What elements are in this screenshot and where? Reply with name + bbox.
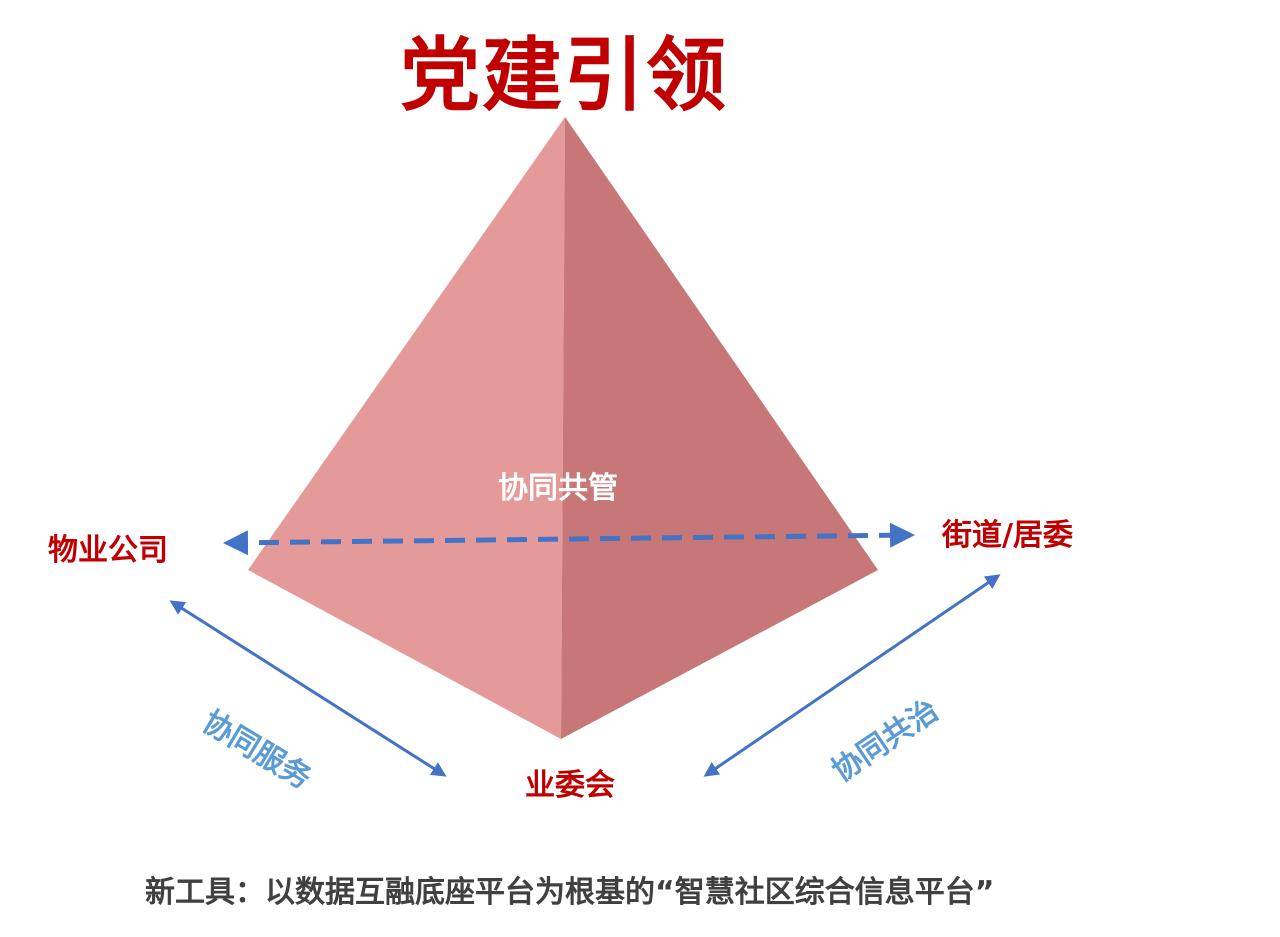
footer-caption: 新工具：以数据互融底座平台为根基的“智慧社区综合信息平台”	[145, 875, 995, 910]
page-title: 党建引领	[400, 29, 728, 122]
arrow-property-owners	[169, 600, 447, 777]
pyramid-left-face	[248, 117, 565, 739]
arrow-owners-street	[703, 574, 1001, 777]
node-owners-committee: 业委会	[525, 768, 615, 803]
dashed-arrow-property-street	[223, 522, 915, 556]
node-property-company: 物业公司	[48, 533, 168, 568]
center-label: 协同共管	[498, 471, 618, 506]
node-street-committee: 街道/居委	[942, 518, 1073, 553]
pyramid-right-face	[561, 117, 878, 739]
